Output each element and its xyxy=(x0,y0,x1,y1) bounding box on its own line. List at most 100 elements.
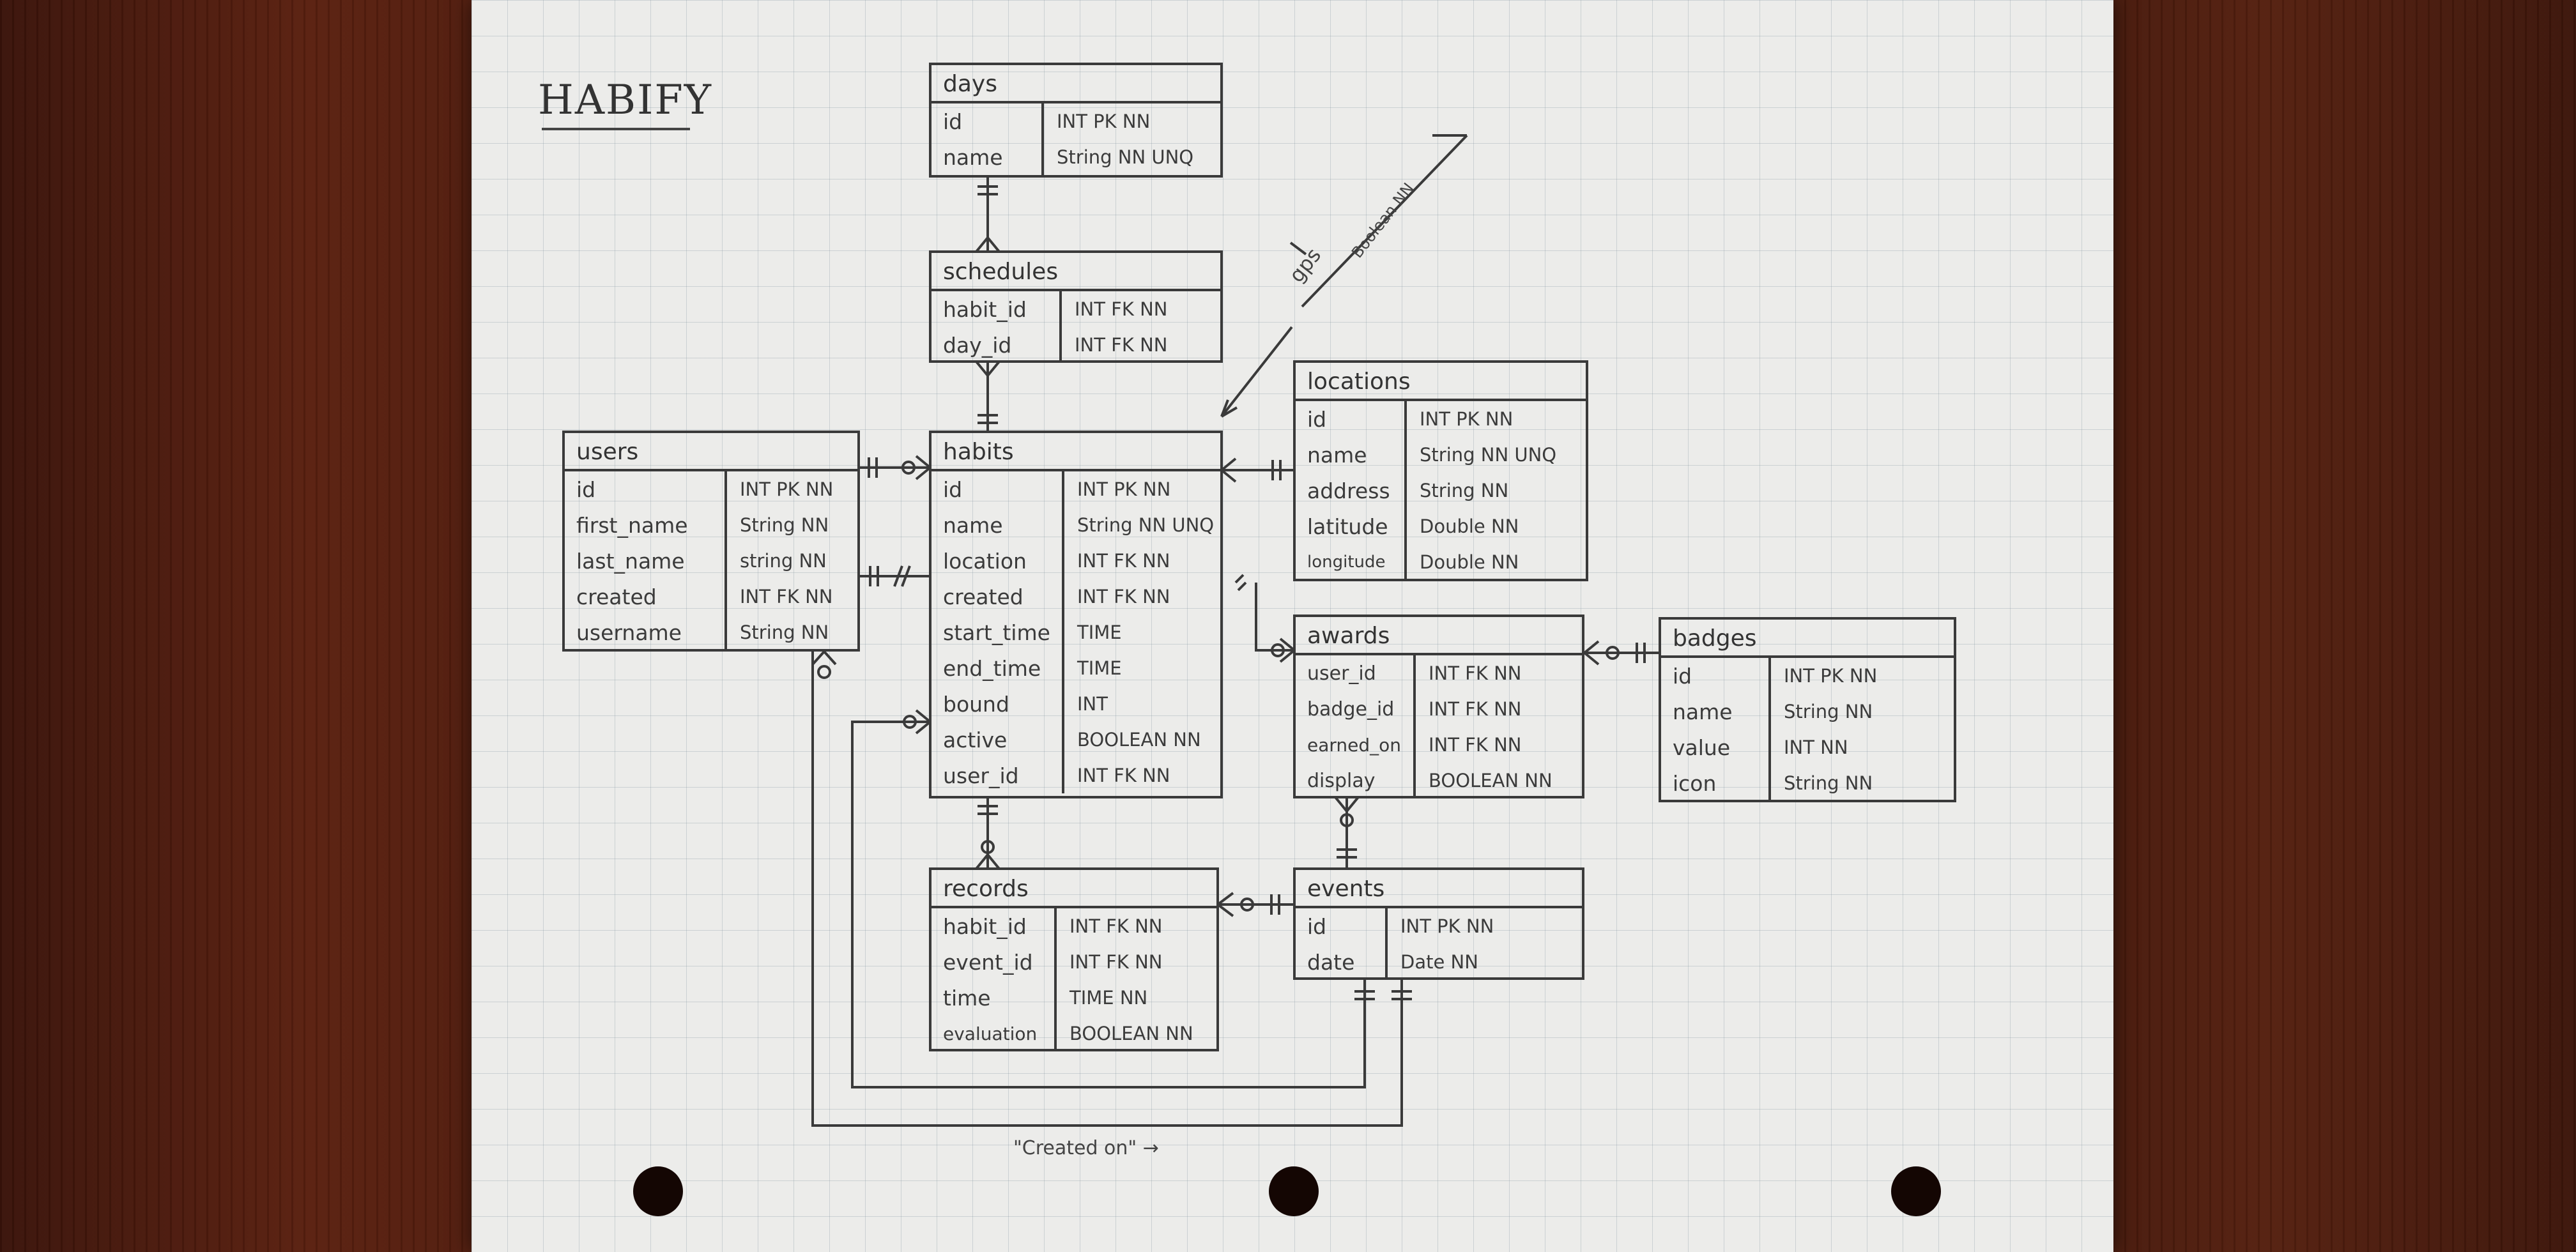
attr-name: name xyxy=(943,512,1003,538)
attr-type: INT PK NN xyxy=(1077,478,1171,500)
attr-name: location xyxy=(943,548,1027,574)
attr-name: earned_on xyxy=(1307,734,1402,756)
attr-type: String NN xyxy=(1784,701,1873,722)
attr-name: badge_id xyxy=(1307,698,1395,721)
rel-events-habits-created xyxy=(851,721,1366,1088)
attr-type: INT PK NN xyxy=(1400,915,1494,937)
attr-name: id xyxy=(576,477,596,502)
attr-type: String NN UNQ xyxy=(1077,514,1215,536)
attr-name: user_id xyxy=(1307,662,1376,685)
attr-type: String NN xyxy=(740,514,829,536)
attr-name: name xyxy=(1673,699,1733,724)
attr-name: id xyxy=(943,109,963,134)
attr-name: display xyxy=(1307,769,1376,792)
attr-type: INT xyxy=(1077,693,1108,715)
graph-paper-sheet xyxy=(471,0,2113,1252)
entity-events: events id INT PK NN date Date NN xyxy=(1293,867,1584,980)
created-on-annotation: "Created on" → xyxy=(1013,1137,1159,1159)
attr-name: id xyxy=(1307,913,1327,939)
attr-name: id xyxy=(943,477,963,502)
entity-users-title: users xyxy=(565,433,857,471)
attr-type: String NN UNQ xyxy=(1420,444,1557,466)
entity-badges-title: badges xyxy=(1661,620,1954,658)
attr-type: INT FK NN xyxy=(1075,298,1168,320)
attr-type: TIME xyxy=(1077,622,1122,643)
attr-type: string NN xyxy=(740,550,827,572)
binder-hole-center xyxy=(1269,1166,1319,1216)
attr-type: String NN xyxy=(1420,480,1509,501)
attr-type: INT FK NN xyxy=(1429,734,1522,756)
entity-schedules-title: schedules xyxy=(931,253,1220,291)
attr-type: INT PK NN xyxy=(1057,111,1151,132)
attr-name: username xyxy=(576,620,682,645)
attr-type: INT FK NN xyxy=(1070,915,1163,937)
title-underline xyxy=(542,128,690,130)
attr-name: time xyxy=(943,985,991,1011)
attr-type: INT FK NN xyxy=(1429,698,1522,720)
attr-type: INT FK NN xyxy=(1429,662,1522,684)
attr-type: INT FK NN xyxy=(1070,951,1163,973)
entity-records-title: records xyxy=(931,870,1216,908)
attr-name: longitude xyxy=(1307,553,1386,572)
attr-type: Double NN xyxy=(1420,515,1519,537)
attr-type: TIME xyxy=(1077,657,1122,679)
attr-type: BOOLEAN NN xyxy=(1429,770,1552,791)
entity-locations-title: locations xyxy=(1296,363,1586,401)
attr-name: start_time xyxy=(943,620,1050,645)
attr-name: date xyxy=(1307,949,1355,975)
attr-type: INT FK NN xyxy=(1077,586,1170,607)
attr-type: BOOLEAN NN xyxy=(1077,729,1201,751)
attr-type: Double NN xyxy=(1420,551,1519,573)
rel-habits-awards xyxy=(1255,583,1294,652)
entity-habits-title: habits xyxy=(931,433,1220,471)
attr-name: created xyxy=(576,584,657,609)
attr-type: INT NN xyxy=(1784,737,1848,758)
attr-name: evaluation xyxy=(943,1023,1038,1044)
entity-events-title: events xyxy=(1296,870,1582,908)
attr-type: String NN xyxy=(740,622,829,643)
attr-type: INT FK NN xyxy=(1077,765,1170,786)
attr-type: String NN xyxy=(1784,772,1873,794)
attr-type: INT PK NN xyxy=(1784,665,1878,687)
attr-name: bound xyxy=(943,691,1009,717)
binder-hole-right xyxy=(1891,1166,1941,1216)
attr-name: active xyxy=(943,727,1008,752)
attr-name: value xyxy=(1673,735,1731,760)
attr-name: created xyxy=(943,584,1023,609)
attr-name: habit_id xyxy=(943,296,1027,322)
attr-type: String NN UNQ xyxy=(1057,146,1194,168)
attr-name: address xyxy=(1307,478,1390,503)
attr-name: name xyxy=(1307,442,1367,468)
attr-type: TIME NN xyxy=(1070,987,1148,1009)
entity-awards-title: awards xyxy=(1296,617,1582,655)
attr-name: day_id xyxy=(943,332,1012,358)
attr-name: icon xyxy=(1673,770,1717,796)
attr-name: id xyxy=(1673,663,1692,689)
diagram-title: HABIFY xyxy=(538,77,712,124)
attr-type: BOOLEAN NN xyxy=(1070,1023,1193,1044)
attr-name: event_id xyxy=(943,949,1033,975)
attr-type: INT FK NN xyxy=(740,586,833,607)
attr-type: Date NN xyxy=(1400,951,1478,973)
entity-days: days id INT PK NN name String NN UNQ xyxy=(929,63,1223,178)
attr-name: id xyxy=(1307,406,1327,432)
attr-name: user_id xyxy=(943,763,1019,788)
attr-name: name xyxy=(943,144,1003,170)
attr-type: INT PK NN xyxy=(1420,408,1514,430)
attr-name: habit_id xyxy=(943,913,1027,939)
attr-name: last_name xyxy=(576,548,685,574)
entity-habits: habits id INT PK NN name String NN UNQ loc… xyxy=(929,431,1223,798)
binder-hole-left xyxy=(633,1166,683,1216)
attr-type: INT PK NN xyxy=(740,478,834,500)
attr-type: INT FK NN xyxy=(1077,550,1170,572)
entity-days-title: days xyxy=(931,65,1220,103)
rel-events-users-created xyxy=(811,652,1403,1127)
attr-name: first_name xyxy=(576,512,688,538)
